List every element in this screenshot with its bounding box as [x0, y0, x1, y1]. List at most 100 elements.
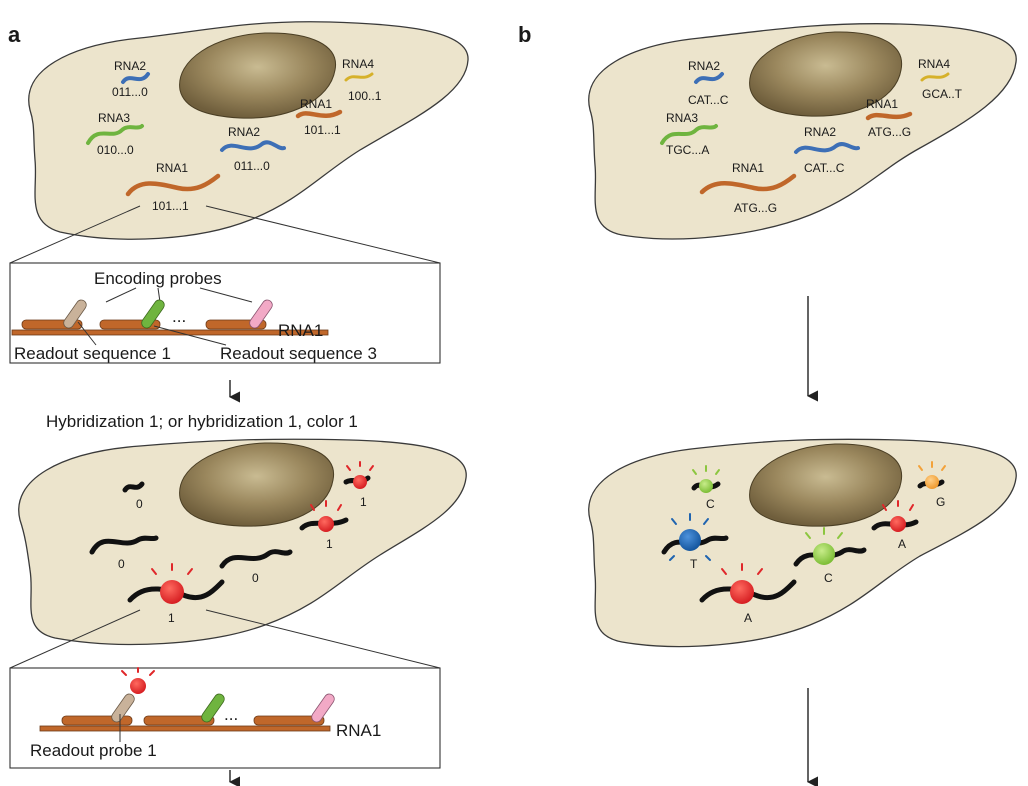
bit-label: 1 [168, 611, 175, 625]
rna-code: 011...0 [112, 85, 148, 99]
readout-seq-tan [63, 299, 87, 329]
bit-label: 1 [326, 537, 333, 551]
base-label: G [936, 495, 945, 509]
rna-strand [920, 72, 950, 82]
rna-label: RNA2 [804, 125, 836, 139]
fluorophore-green [813, 543, 835, 565]
readout-seq-pink [249, 299, 273, 329]
rna-label: RNA4 [342, 57, 374, 71]
readout-seq-green [141, 299, 165, 329]
nucleus [179, 442, 335, 527]
leader-line [105, 287, 137, 303]
rna-code: ATG...G [868, 125, 911, 139]
bit-label: 0 [252, 571, 259, 585]
fluor-rays [121, 667, 155, 676]
rna-code: TGC...A [666, 143, 709, 157]
fluor-rays [346, 461, 374, 471]
panel-b-top-cell: RNA2 CAT...C RNA4 GCA..T RNA1 ATG...G RN… [588, 23, 1017, 240]
readout-probe-box: ... RNA1 Readout probe 1 [9, 667, 441, 769]
rna-strand [794, 142, 860, 154]
base-label: T [690, 557, 698, 571]
readout-probe-fluorophore [130, 678, 146, 694]
leader-line [77, 321, 97, 346]
rna-strand [125, 173, 221, 197]
fluorophore-red [730, 580, 754, 604]
zoom-line [9, 609, 141, 669]
rna-strand [295, 109, 343, 119]
rna-code: 101...1 [152, 199, 189, 213]
rna-code: CAT...C [688, 93, 729, 107]
base-label: A [898, 537, 906, 551]
fluorophore-blue [679, 529, 701, 551]
readout-seq-pink [311, 693, 335, 723]
bit-label: 0 [136, 497, 143, 511]
ellipsis: ... [224, 705, 238, 724]
rna-strand [699, 579, 797, 603]
nucleus [749, 31, 903, 117]
cell-membrane [588, 438, 1017, 648]
base-label: C [706, 497, 715, 511]
panel-b-letter: b [518, 22, 531, 47]
rna-label: RNA3 [98, 111, 130, 125]
rna1-label: RNA1 [278, 321, 323, 340]
rna-strand [39, 725, 331, 732]
rna-code: 100..1 [348, 89, 382, 103]
base-label: A [744, 611, 752, 625]
nucleus [179, 32, 337, 119]
fluorophore-red [318, 516, 334, 532]
fluor-rays [669, 513, 711, 561]
leader-line [153, 325, 227, 346]
panel-a-top-cell: RNA2 011...0 RNA4 100..1 RNA1 101...1 RN… [28, 21, 469, 240]
rna-strand [127, 579, 225, 603]
fluor-rays [805, 527, 843, 539]
rna-strand [86, 124, 144, 145]
zoom-line [9, 205, 141, 264]
rna-code: CAT...C [804, 161, 845, 175]
zoom-line [205, 205, 441, 264]
zoom-line [205, 609, 441, 669]
rna-code: 010...0 [97, 143, 134, 157]
fluor-rays [310, 500, 342, 511]
rna-label: RNA2 [114, 59, 146, 73]
rna-strand [122, 481, 145, 493]
hybridization-step-label: Hybridization 1; or hybridization 1, col… [46, 412, 358, 431]
fluorophore-green [699, 479, 713, 493]
base-label: C [824, 571, 833, 585]
rna-label: RNA1 [732, 161, 764, 175]
rna1-label: RNA1 [336, 721, 381, 740]
fluorophore-red [353, 475, 367, 489]
panel-b-bottom-cell: C G A T C A [588, 438, 1017, 648]
fluorophore-red [890, 516, 906, 532]
rna-label: RNA1 [156, 161, 188, 175]
rna-code: ATG...G [734, 201, 777, 215]
fluor-rays [151, 563, 193, 575]
panel-a-letter: a [8, 22, 21, 47]
rna-strand [865, 111, 913, 121]
readout-seq-green [201, 693, 225, 723]
encoding-probe-box: Encoding probes ... RNA1 Readout sequenc… [9, 262, 441, 364]
readout-sequence-3-label: Readout sequence 3 [220, 344, 377, 363]
rna-label: RNA1 [866, 97, 898, 111]
probe-body [253, 715, 325, 726]
panel-a-bottom-cell: 0 1 1 0 0 1 [18, 438, 467, 646]
rna-strand [219, 549, 293, 569]
rna-code: GCA..T [922, 87, 963, 101]
fluorophore-orange [925, 475, 939, 489]
rna-label: RNA3 [666, 111, 698, 125]
fluor-rays [882, 500, 914, 511]
rna-label: RNA2 [688, 59, 720, 73]
rna-strand [793, 547, 867, 567]
readout-seq-tan [111, 693, 135, 723]
rna-code: 101...1 [304, 123, 341, 137]
nucleus [749, 443, 903, 527]
probe-body [143, 715, 215, 726]
rna-code: 011...0 [234, 159, 270, 173]
readout-probe-label: Readout probe 1 [30, 741, 157, 760]
rna-strand [694, 72, 724, 84]
rna-strand [220, 140, 286, 152]
rna-strand [344, 72, 374, 82]
rna-strand [661, 535, 729, 555]
fluor-rays [918, 461, 946, 471]
rna-strand [699, 173, 797, 195]
